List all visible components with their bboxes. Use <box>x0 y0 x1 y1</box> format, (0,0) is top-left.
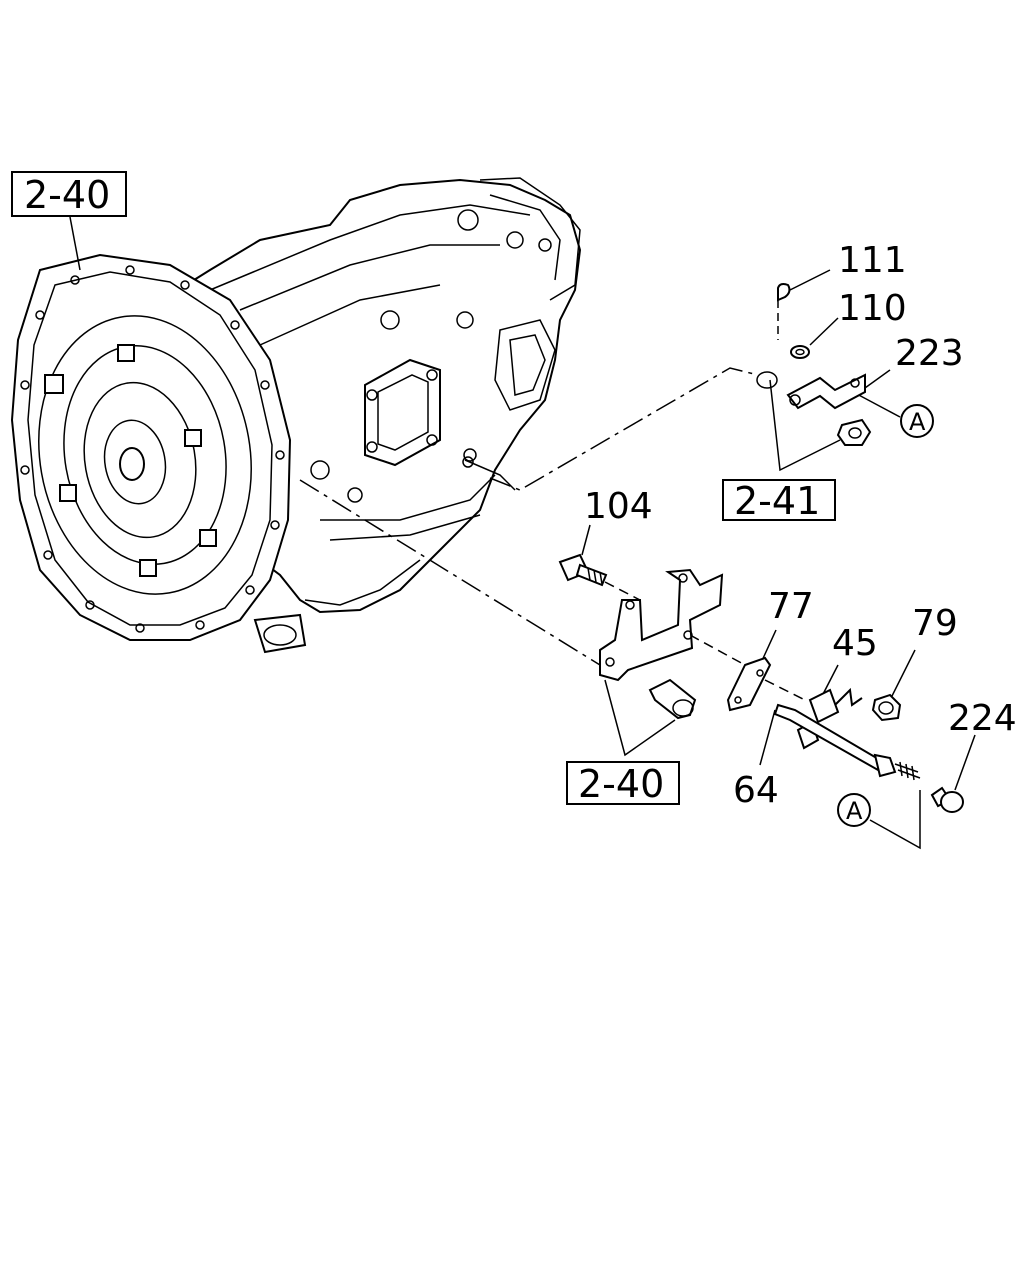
part-110-washer <box>790 345 810 359</box>
circle-marker-lower: A <box>837 793 871 827</box>
part-77-plate <box>726 656 772 712</box>
part-104-bolt <box>558 553 608 587</box>
callout-111: 111 <box>838 240 907 281</box>
part-79-nut <box>871 693 902 722</box>
callout-224: 224 <box>948 698 1017 739</box>
callout-104: 104 <box>584 486 653 527</box>
circle-marker-upper: A <box>900 404 934 438</box>
part-224-cap <box>930 786 964 813</box>
ref-label-bottom: 2-40 <box>578 762 664 806</box>
callout-110: 110 <box>838 288 907 329</box>
ref-label-top-left: 2-40 <box>24 173 110 217</box>
svg-text:A: A <box>909 408 926 436</box>
svg-text:A: A <box>846 797 863 825</box>
part-snap-ring <box>756 371 778 389</box>
part-bracket-bolt <box>648 678 697 720</box>
ref-box-top-left[interactable]: 2-40 <box>11 171 127 217</box>
part-111-pin <box>777 283 791 340</box>
part-223-bracket <box>786 373 866 410</box>
callout-223: 223 <box>895 333 964 374</box>
bell-housing <box>10 253 292 641</box>
ref-box-right[interactable]: 2-41 <box>722 479 836 523</box>
callout-79: 79 <box>912 603 958 644</box>
callout-77: 77 <box>768 586 814 627</box>
ref-label-right: 2-41 <box>734 479 820 523</box>
callout-labels: 111 110 223 104 77 45 79 224 64 <box>584 240 1017 811</box>
part-bracket <box>599 568 724 682</box>
leader-lines <box>69 216 976 850</box>
ref-box-bottom[interactable]: 2-40 <box>566 761 680 806</box>
callout-64: 64 <box>733 770 779 811</box>
callout-45: 45 <box>832 623 878 664</box>
part-64-cable <box>773 703 921 781</box>
part-flange-nut <box>836 418 872 446</box>
